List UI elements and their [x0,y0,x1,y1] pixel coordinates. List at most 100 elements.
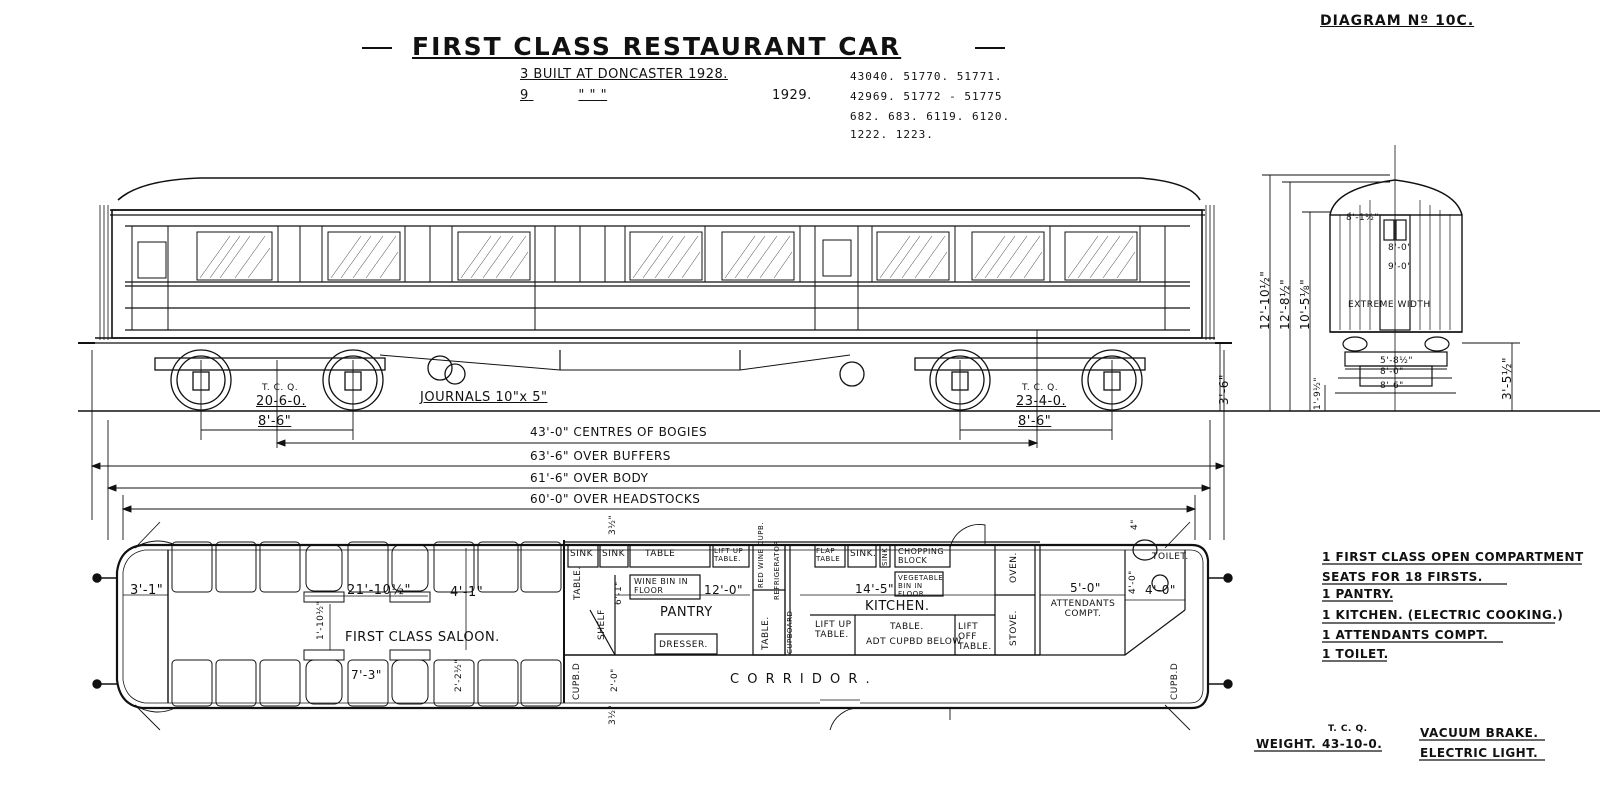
built-count: 9 [520,88,529,103]
wall-dim-right: 4" [1130,519,1140,530]
toilet-label: TOILET. [1152,552,1189,562]
weight-label: WEIGHT. [1256,737,1317,751]
saloon-label: FIRST CLASS SALOON. [345,630,500,645]
tcq-left-value: 20-6-0. [256,394,307,409]
toilet-width-dim: 4'-0" [1128,570,1138,594]
toilet-length-dim: 4'-0" [1145,583,1176,597]
car-number-line-4: 1222. 1223. [850,128,934,141]
buffer-height: 3'-6" [1217,374,1231,405]
end-width-5: 8'-0" [1380,367,1404,377]
kitchen-table: TABLE. [890,622,924,632]
plan-view [92,521,1233,731]
toilet-cupboard: CUPB.D [1170,662,1180,700]
weight-value: 43-10-0. [1322,737,1383,751]
table-vertical: TABLE. [761,616,771,650]
lift-up-table-1: LIFT UP TABLE. [714,547,744,563]
end-height-3: 10'-5⅛" [1298,278,1312,330]
legend-item-2: SEATS FOR 18 FIRSTS. [1322,570,1483,584]
built-ditto: " " " [578,88,608,103]
tcq-left-head: T. C. Q. [262,383,299,393]
seat-width-dim: 7'-3" [351,668,382,682]
saloon-cupboard: CUPB.D [572,662,582,700]
end-width-3: 9'-0" [1388,262,1412,272]
oven-label: OVEN. [1009,552,1019,583]
car-number-line-3: 682. 683. 6119. 6120. [850,110,1011,123]
legend-item-5: 1 ATTENDANTS COMPT. [1322,628,1489,642]
dim-over-headstocks: 60'-0" OVER HEADSTOCKS [530,492,701,506]
car-number-line-2: 42969. 51772 - 51775 [850,90,1003,103]
legend-item-4: 1 KITCHEN. (ELECTRIC COOKING.) [1322,608,1564,622]
kitchen-label: KITCHEN. [865,599,930,614]
end-low-dim: 1'-9½" [1313,376,1323,410]
sink-4: SINK [881,547,889,566]
wheelbase-right: 8'-6" [1018,414,1052,429]
pantry-table-vertical: TABLE. [573,566,583,600]
journals-label: JOURNALS 10"x 5" [420,390,548,405]
wheelbase-left: 8'-6" [258,414,292,429]
legend-item-3: 1 PANTRY. [1322,587,1395,601]
built-line-2: 9 " " " 1929. [520,88,820,103]
kitchen-table-note: ADT CUPBD BELOW [866,637,962,647]
gap-dim-2: 2'-2½" [454,658,464,692]
kitchen-length-dim: 14'-5" [855,582,895,596]
lift-off-table: LIFT OFF TABLE. [958,622,992,652]
stove-label: STOVE. [1009,610,1019,646]
end-width-2: 8'-0" [1388,243,1412,253]
tcq-right-head: T. C. Q. [1022,383,1059,393]
brake-note: VACUUM BRAKE. [1420,726,1539,740]
side-elevation [78,177,1600,412]
red-wine-cupboard: RED WINE CUPB. [757,521,765,588]
sink-1: SINK [570,549,594,559]
dresser-label: DRESSER. [659,640,708,650]
sink-2: SINK [602,549,626,559]
end-elevation [1262,145,1520,411]
light-note: ELECTRIC LIGHT. [1420,746,1539,760]
cupboard: CUPBOARD [786,610,794,654]
chopping-block: CHOPPING BLOCK [898,547,945,565]
wall-dim-bottom: 3½" [608,704,618,725]
car-number-line-1: 43040. 51770. 51771. [850,70,1003,83]
vegetable-bin: VEGETABLE BIN IN FLOOR [898,574,944,598]
pantry-table: TABLE [645,549,676,559]
dim-over-body: 61'-6" OVER BODY [530,471,649,485]
built-line-1: 3 BUILT AT DONCASTER 1928. [520,67,728,82]
pantry-label: PANTRY [660,605,713,620]
attendants-compartment: ATTENDANTS COMPT. [1050,599,1116,619]
saloon-width-dim: 4'-1" [450,585,484,600]
legend-underlines [1254,563,1582,761]
side-dimension-lines [200,330,1228,448]
diagram-number: DIAGRAM Nº 10C. [1320,13,1475,29]
legend-item-1: 1 FIRST CLASS OPEN COMPARTMENT [1322,550,1584,564]
overall-dimension-lines [90,350,1226,540]
drawing-title: FIRST CLASS RESTAURANT CAR [412,32,902,61]
flap-table: FLAP TABLE [816,547,841,563]
tcq-right-value: 23-4-0. [1016,394,1067,409]
wine-bin-label: WINE BIN IN FLOOR [634,577,689,595]
weight-tcq-head: T. C. Q. [1328,724,1368,734]
dim-centres-of-bogies: 43'-0" CENTRES OF BOGIES [530,425,708,439]
legend-item-6: 1 TOILET. [1322,647,1389,661]
pantry-length-dim: 12'-0" [704,583,744,597]
corridor-label: C O R R I D O R . [730,672,872,687]
end-width-4: 5'-8½" [1380,356,1414,366]
end-width-1: 8'-1½" [1346,213,1380,223]
pantry-width-dim: 6'-1" [614,581,624,605]
end-height-2: 12'-8½" [1278,278,1292,330]
end-width-6: 8'-6" [1380,381,1404,391]
end-height-1: 12'-10½" [1258,270,1272,330]
dim-over-buffers: 63'-6" OVER BUFFERS [530,449,671,463]
end-height-4: 3'-5½" [1500,356,1514,400]
lift-up-table-2: LIFT UP TABLE. [815,620,852,640]
built-year: 1929. [772,88,812,103]
refrigerator: REFRIGERATOR [773,540,781,600]
gap-dim-1: 1'-10½" [316,600,326,640]
shelf-label: SHELF [597,609,607,640]
attendants-length-dim: 5'-0" [1070,581,1101,595]
sink-3: SINK. [850,549,877,559]
extreme-width-label: EXTREME WIDTH [1348,300,1431,310]
aisle-dim: 2'-0" [610,668,620,692]
end-length-dim: 3'-1" [130,583,164,598]
wall-dim-top: 3½" [608,514,618,535]
